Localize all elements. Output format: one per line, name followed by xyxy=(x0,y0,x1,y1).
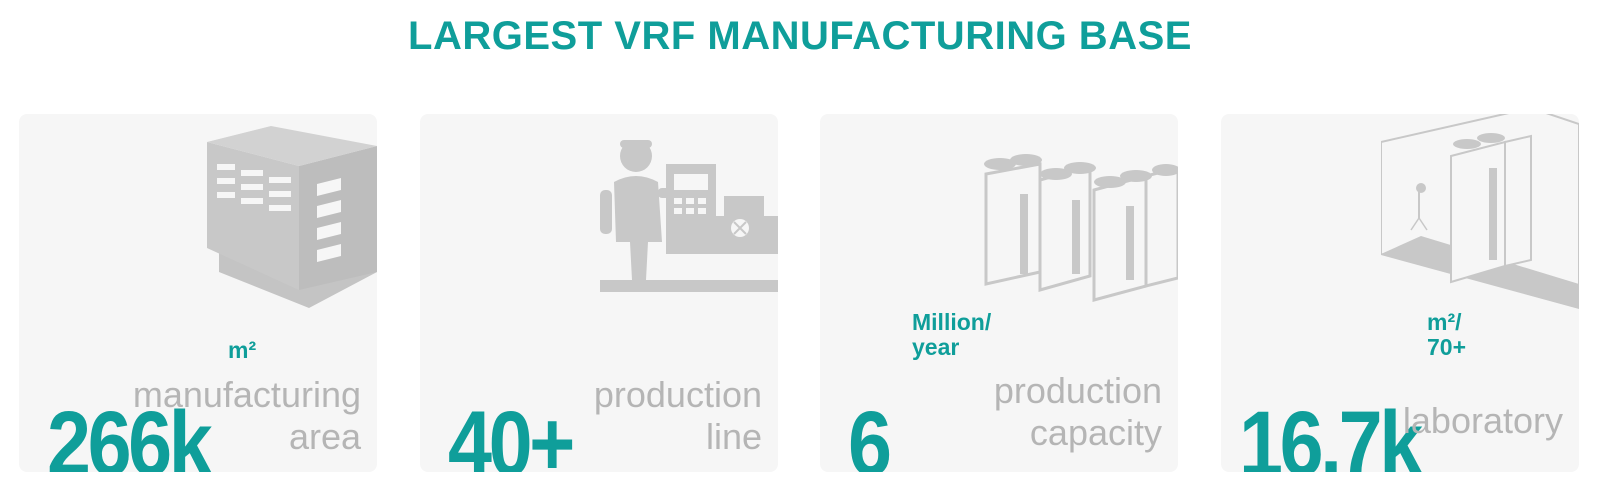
stat-unit-line1: m²/ xyxy=(1427,309,1462,335)
stat-value: 6 xyxy=(848,393,892,472)
stat-label-line1: production xyxy=(993,370,1162,411)
stat-value: 16.7k xyxy=(1239,393,1423,472)
stat-label-line2: capacity xyxy=(1029,412,1162,453)
vrf-outdoor-units-icon xyxy=(984,154,1178,302)
stat-label: production line xyxy=(594,374,762,458)
stat-label-line1: production xyxy=(593,374,762,415)
page-title: LARGEST VRF MANUFACTURING BASE xyxy=(408,14,1192,58)
stat-label: production capacity xyxy=(994,370,1162,454)
stat-label-line2: area xyxy=(288,416,361,457)
stat-value: 40+ xyxy=(448,393,575,472)
stat-unit: m² xyxy=(228,337,257,363)
laboratory-room-icon xyxy=(1381,114,1579,310)
stat-unit: Million/ year xyxy=(912,309,992,361)
stat-card-production-line: 40+ production line xyxy=(420,114,778,472)
stat-label-line1: laboratory xyxy=(1402,400,1563,441)
stat-unit-line2: year xyxy=(912,334,960,361)
stat-unit-line1: Million/ xyxy=(912,309,992,335)
stat-card-laboratory: 16.7k m²/ 70+ laboratory xyxy=(1221,114,1579,472)
factory-building-icon xyxy=(207,126,377,308)
stat-label-line1: manufacturing xyxy=(132,374,361,415)
stat-label: manufacturing area xyxy=(133,374,361,458)
worker-machine-icon xyxy=(600,140,778,292)
stat-value: 266k xyxy=(47,393,213,472)
stat-card-production-capacity: 6 Million/ year production capacity xyxy=(820,114,1178,472)
stat-label-line2: line xyxy=(705,416,762,457)
stat-label: laboratory xyxy=(1403,400,1563,442)
stat-card-manufacturing-area: 266k m² manufacturing area xyxy=(19,114,377,472)
stat-unit: m²/ 70+ xyxy=(1427,309,1467,361)
stat-unit-line2: 70+ xyxy=(1427,334,1467,361)
